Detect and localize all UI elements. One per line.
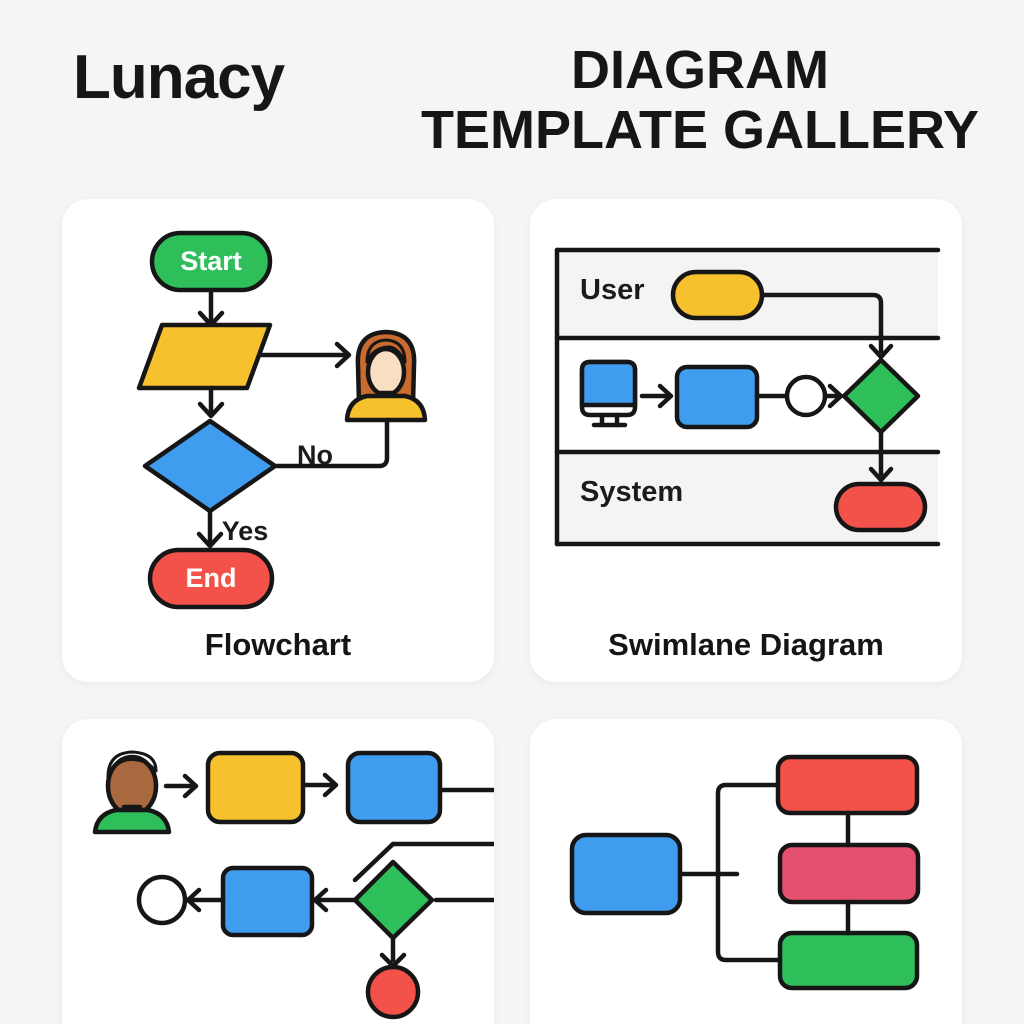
step-node-blue [345,750,443,825]
template-card-swimlane[interactable]: User System Swimlane Diagram [530,199,962,682]
monitor-screen [579,359,638,408]
child-node-crimson [777,842,921,905]
man-user-icon [92,750,172,835]
no-branch-connector [272,417,390,469]
template-card-process-flow[interactable] [62,719,494,1024]
swimlane-diagram [554,247,941,547]
process-node [674,364,760,430]
user-task-pill [670,269,765,321]
arrowhead-left-icon [312,887,329,913]
page-title-line1: DIAGRAM [571,40,829,100]
arrowhead-down-icon [196,531,224,549]
decision-diamond [352,859,435,941]
terminal-circle-red [365,964,421,1020]
arrowhead-right-icon [657,383,674,409]
arrowhead-right-icon [322,772,339,798]
flowchart-diagram [136,230,428,610]
step-node-blue-2 [220,865,315,938]
monitor-icon [579,359,638,428]
page-title: DIAGRAM TEMPLATE GALLERY [415,40,985,160]
card-title: Swimlane Diagram [608,627,884,662]
brand-logo: Lunacy [73,43,285,112]
woman-fringe [365,338,407,364]
tree-bracket [715,782,781,963]
hierarchy-diagram [569,754,921,991]
man-hair [106,750,158,781]
input-parallelogram [136,322,273,391]
woman-user-icon [344,329,428,423]
decision-diamond [142,418,278,514]
man-shoulders [92,807,172,835]
arrowhead-right-icon [827,383,844,409]
arrowhead-right-icon [334,341,352,369]
child-node-red [775,754,920,816]
decision-diamond [841,357,921,435]
merge-diagonal-line [352,841,396,883]
arrowhead-down-icon [868,466,894,483]
lane-connector [759,292,884,354]
process-flow-diagram [92,750,494,1020]
system-result-pill [833,481,928,533]
child-node-green [777,930,920,991]
arrowhead-left-icon [185,887,202,913]
event-circle [136,874,188,926]
template-card-hierarchy[interactable] [530,719,962,1024]
card-title: Flowchart [204,627,352,662]
arrowhead-down-icon [868,343,894,360]
arrowhead-right-icon [182,773,199,799]
woman-face [365,346,407,398]
root-node [569,832,683,916]
event-circle [784,374,828,418]
arrowhead-down-icon [197,401,225,419]
page-title-line2: TEMPLATE GALLERY [421,100,979,160]
start-node [149,230,273,293]
template-card-flowchart[interactable]: Start No Yes End Flowchart [62,199,494,682]
end-node [147,547,275,610]
woman-shoulders [344,393,428,423]
step-node-yellow [205,750,306,825]
